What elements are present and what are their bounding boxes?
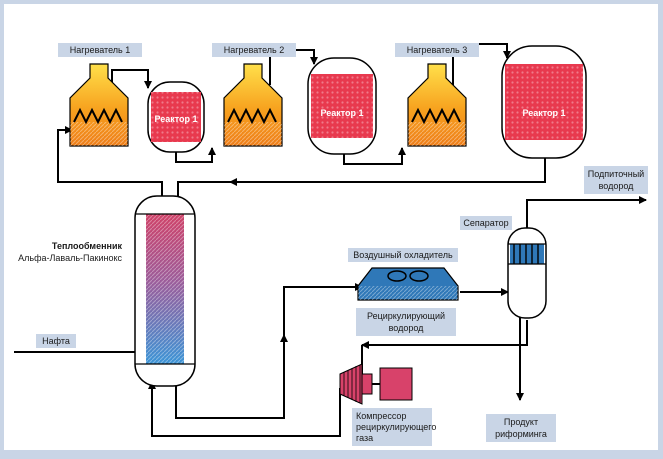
fan-icon [387,270,429,282]
heater-2 [223,63,283,147]
makeup-hydrogen-label: Подпиточный водород [584,166,648,194]
svg-text:Компрессор: Компрессор [356,411,406,421]
heater-1-label: Нагреватель 1 [58,43,142,57]
heater-3 [407,63,467,147]
separator-icon [510,244,544,264]
diagram-canvas: Нагреватель 1 Нагреватель 2 Нагреватель … [4,4,658,450]
compressor-label: Компрессор рециркулирующего газа [352,408,436,446]
svg-text:Теплообменник: Теплообменник [52,241,123,251]
svg-text:Нагреватель 3: Нагреватель 3 [407,45,467,55]
heat-exchanger [134,195,196,387]
svg-text:Рециркулирующий: Рециркулирующий [367,311,445,321]
product-label: Продукт риформинга [486,414,556,442]
separator-label: Сепаратор [460,216,512,230]
svg-text:Реактор 1: Реактор 1 [320,108,363,118]
svg-text:Реактор 1: Реактор 1 [522,108,565,118]
heater-3-label: Нагреватель 3 [395,43,479,57]
heater-2-label: Нагреватель 2 [212,43,296,57]
reactor-1: Реактор 1 [147,81,205,153]
svg-text:Реактор 1: Реактор 1 [154,114,197,124]
compressor [339,363,413,405]
svg-text:Нагреватель 2: Нагреватель 2 [224,45,284,55]
svg-text:Сепаратор: Сепаратор [463,218,508,228]
recycle-hydrogen-label: Рециркулирующий водород [356,308,456,336]
reactor-icon [151,92,201,142]
exchanger-label: Теплообменник Альфа-Лаваль-Пакинокс [18,241,122,263]
svg-text:газа: газа [356,433,373,443]
svg-text:риформинга: риформинга [495,429,547,439]
svg-text:Подпиточный: Подпиточный [588,169,644,179]
reactor-2: Реактор 1 [307,57,377,155]
svg-text:Воздушный охладитель: Воздушный охладитель [353,250,453,260]
heater-1 [69,63,129,147]
svg-text:Альфа-Лаваль-Пакинокс: Альфа-Лаваль-Пакинокс [18,253,122,263]
reactor-3: Реактор 1 [501,45,587,159]
compressor-icon [339,363,363,405]
separator [507,227,547,319]
svg-text:водород: водород [389,323,425,333]
svg-text:Продукт: Продукт [504,417,538,427]
svg-text:водород: водород [599,181,635,191]
pipes [14,43,647,437]
svg-text:Нагреватель 1: Нагреватель 1 [70,45,130,55]
reactor-icon [505,64,583,140]
air-cooler: Воздушный охладитель [348,248,459,301]
svg-text:рециркулирующего: рециркулирующего [356,422,436,432]
feed-label: Нафта [36,334,76,348]
reactor-icon [311,74,373,138]
svg-text:Нафта: Нафта [42,336,70,346]
process-flow-diagram: Нагреватель 1 Нагреватель 2 Нагреватель … [14,43,648,446]
